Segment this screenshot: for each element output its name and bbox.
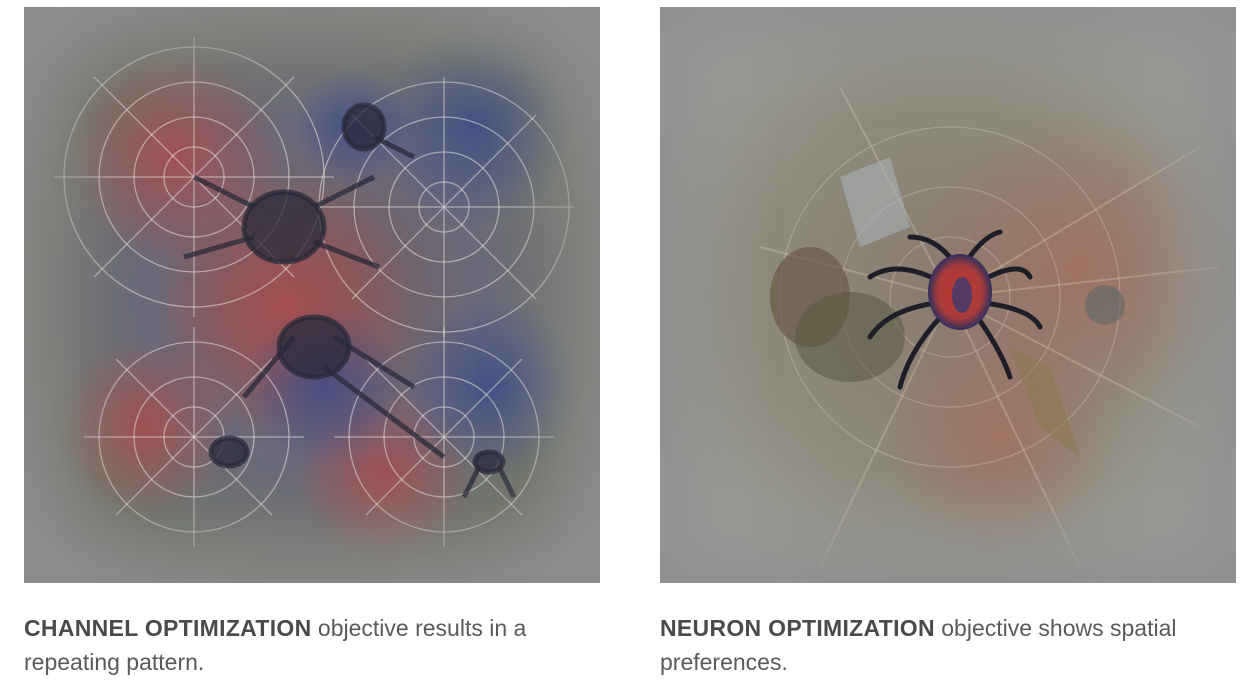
- neuron-optimization-image: [660, 7, 1236, 583]
- channel-optimization-image: [24, 7, 600, 583]
- spider-neuron-visualization-icon: [660, 7, 1236, 583]
- caption-text: objective results in a repeating pattern…: [24, 615, 527, 675]
- figure-neuron-optimization: NEURON OPTIMIZATION objective shows spat…: [660, 7, 1236, 679]
- caption-channel-optimization: CHANNEL OPTIMIZATION objective results i…: [24, 611, 600, 679]
- caption-text: objective shows spatial preferences.: [660, 615, 1177, 675]
- spider-web-visualization-icon: [24, 7, 600, 583]
- caption-neuron-optimization: NEURON OPTIMIZATION objective shows spat…: [660, 611, 1236, 679]
- caption-lead: CHANNEL OPTIMIZATION: [24, 615, 312, 641]
- caption-lead: NEURON OPTIMIZATION: [660, 615, 935, 641]
- figure-channel-optimization: CHANNEL OPTIMIZATION objective results i…: [24, 7, 600, 679]
